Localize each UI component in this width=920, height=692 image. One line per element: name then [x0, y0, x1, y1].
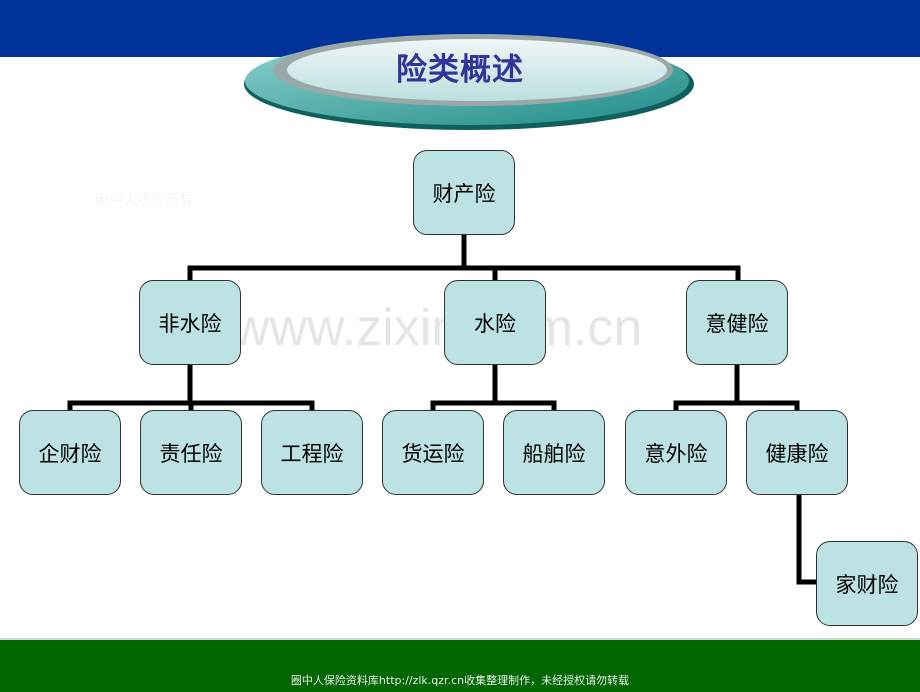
- watermark-url: www.zixin.com.cn: [232, 299, 643, 357]
- node-marine: 水险: [444, 280, 546, 365]
- node-hull: 船舶险: [503, 410, 605, 495]
- connector-health: [796, 493, 819, 585]
- slide-title: 险类概述: [396, 52, 524, 88]
- footer-text: 圈中人保险资料库http://zlk.qzr.cn收集整理制作，未经授权请勿转载: [290, 674, 630, 687]
- node-property-insurance: 财产险: [413, 150, 515, 235]
- footer-bar: 圈中人保险资料库http://zlk.qzr.cn收集整理制作，未经授权请勿转载: [0, 638, 920, 692]
- connector-marine: [430, 363, 557, 413]
- node-nonmarine: 非水险: [139, 280, 241, 365]
- node-liability: 责任险: [140, 410, 242, 495]
- connector-accident-health: [673, 363, 800, 413]
- node-home-property: 家财险: [816, 541, 918, 626]
- node-engineering: 工程险: [261, 410, 363, 495]
- node-accident-health: 意健险: [686, 280, 788, 365]
- node-enterprise-property: 企财险: [19, 410, 121, 495]
- connector-nonmarine: [67, 363, 315, 413]
- title-plate: [244, 34, 694, 130]
- node-cargo: 货运险: [382, 410, 484, 495]
- node-health: 健康险: [746, 410, 848, 495]
- watermark-copyright: 圈中人版权所有: [95, 190, 193, 210]
- node-accident: 意外险: [625, 410, 727, 495]
- connector-root: [187, 233, 741, 283]
